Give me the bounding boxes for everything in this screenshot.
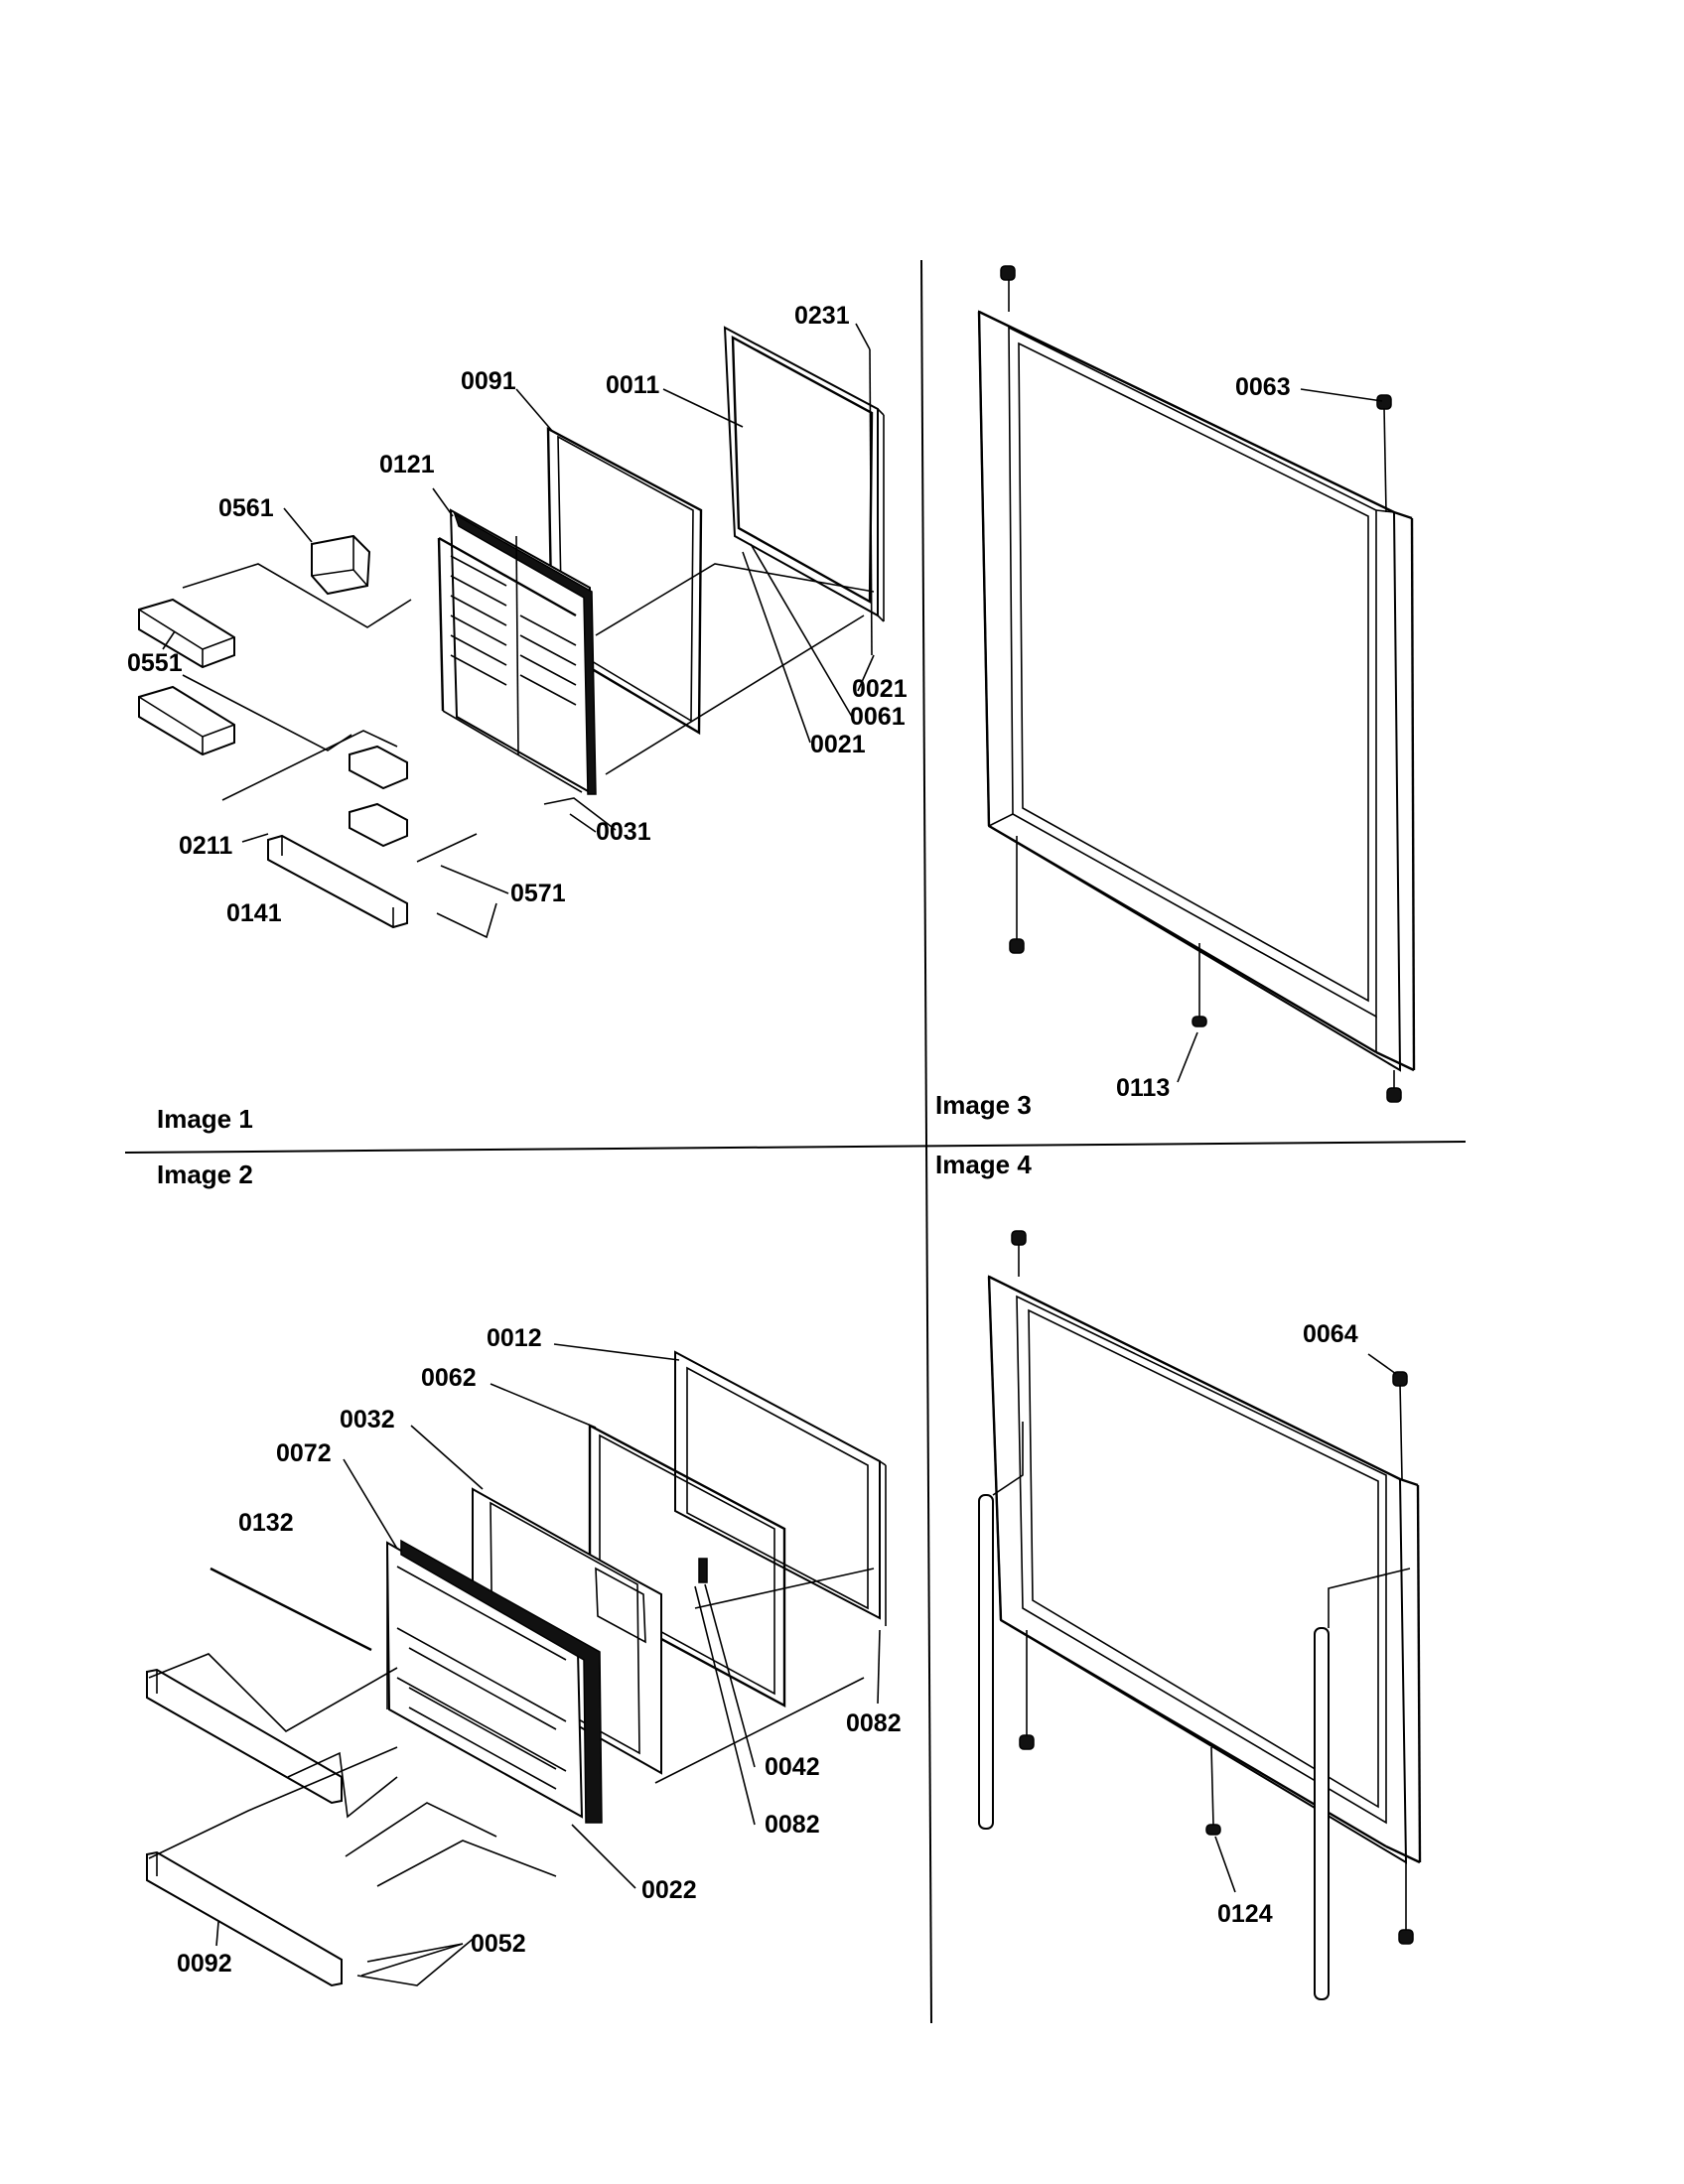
part-0012-liner: [674, 1350, 887, 1626]
callout-0031: 0031: [596, 818, 651, 846]
image-3-caption: Image 3: [935, 1090, 1032, 1120]
callout-0072: 0072: [276, 1439, 332, 1467]
callout-0082-lower: 0082: [765, 1811, 820, 1839]
callout-0091: 0091: [461, 367, 516, 395]
callout-0021-lower: 0021: [810, 731, 866, 758]
image-3-frame: [977, 310, 1416, 1072]
panel-dividers: [124, 259, 1467, 2024]
callout-0021-upper: 0021: [852, 675, 908, 703]
part-0011-liner: [723, 326, 885, 656]
callout-0121: 0121: [379, 451, 435, 478]
image-1-callouts: 0231 0091 0011 0121 0561 0551 0021 0061 …: [127, 302, 908, 927]
callout-0062: 0062: [421, 1364, 477, 1392]
part-0062-gasket: [588, 1424, 786, 1708]
image-1-assembly-lines: [182, 563, 875, 939]
callout-0082-upper: 0082: [846, 1709, 902, 1737]
image-2-leaders: [215, 1343, 881, 1977]
image-1-caption: Image 1: [157, 1104, 253, 1134]
image-3-panel: 0063 0113 Image 3: [935, 265, 1416, 1120]
image-1-panel: 0231 0091 0011 0121 0561 0551 0021 0061 …: [127, 302, 908, 1134]
callout-0231: 0231: [794, 302, 850, 330]
callout-0061: 0061: [850, 703, 906, 731]
callout-0022: 0022: [641, 1876, 697, 1904]
part-0072-door: [385, 1539, 603, 1824]
image-3-leaders: [1177, 388, 1383, 1083]
image-3-screws: [1000, 265, 1402, 1103]
part-0121-door-frame: [437, 508, 597, 795]
callout-0141: 0141: [226, 899, 282, 927]
image-4-screws: [1011, 1230, 1414, 1945]
image-2-panel: 0012 0062 0032 0072 0132 0082 0042 0082 …: [146, 1160, 902, 1987]
callout-0063: 0063: [1235, 373, 1291, 401]
callout-0561: 0561: [218, 494, 274, 522]
callout-0011: 0011: [606, 371, 659, 399]
callout-0092: 0092: [177, 1950, 232, 1978]
image-4-frame: [987, 1275, 1422, 1864]
part-0571-bins: [349, 745, 408, 848]
part-0551-shelves: [138, 598, 235, 756]
callout-0113: 0113: [1116, 1074, 1170, 1102]
part-0132-rod: [210, 1567, 372, 1652]
callout-0571: 0571: [510, 880, 566, 907]
callout-0551: 0551: [127, 649, 183, 677]
image-2-callouts: 0012 0062 0032 0072 0132 0082 0042 0082 …: [177, 1324, 902, 1978]
part-0141-rail: [267, 834, 408, 929]
image-2-caption: Image 2: [157, 1160, 253, 1189]
callout-0052: 0052: [471, 1930, 526, 1958]
callout-0124: 0124: [1217, 1900, 1273, 1928]
part-0561-box: [311, 534, 371, 596]
part-0092-rails: [146, 1668, 343, 1987]
callout-0132: 0132: [238, 1509, 294, 1537]
callout-0032: 0032: [340, 1406, 395, 1433]
image-1-leaders: [162, 323, 875, 894]
callout-0064: 0064: [1303, 1320, 1358, 1348]
image-4-panel: 0064 0124 Image 4: [935, 1150, 1422, 2000]
callout-0211: 0211: [179, 832, 232, 860]
image-4-tubes: [978, 1422, 1411, 2000]
image-4-caption: Image 4: [935, 1150, 1032, 1179]
callout-0042: 0042: [765, 1753, 820, 1781]
callout-0012: 0012: [487, 1324, 542, 1352]
image-4-leaders: [1214, 1353, 1397, 1893]
image-2-assembly-lines: [148, 1568, 875, 1986]
